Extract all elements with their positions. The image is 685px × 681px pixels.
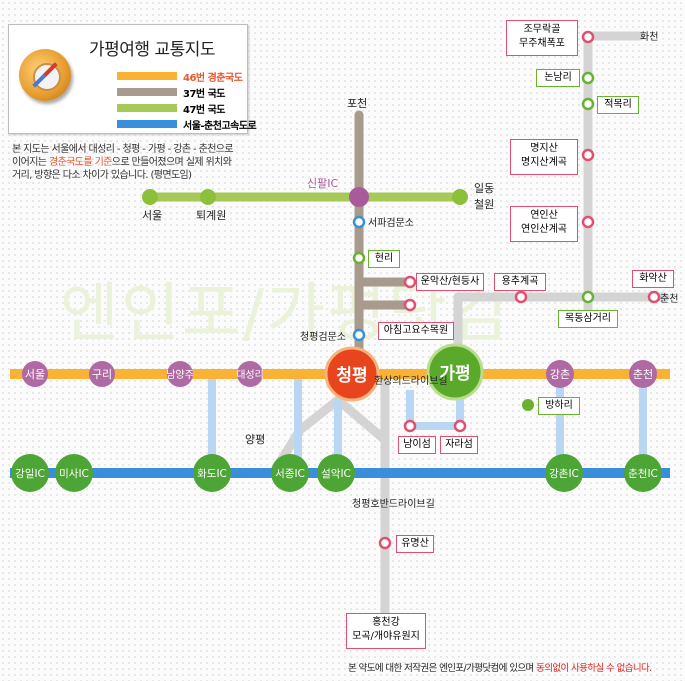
station-gapyeong: 가평	[439, 364, 470, 384]
label-chuncheon-mid: 춘천	[660, 293, 678, 305]
label-checkpoint: 청평검문소	[300, 331, 346, 343]
expressway-ics	[11, 454, 662, 492]
legend-item-47: 47번 국도	[117, 101, 226, 116]
route-47-stations	[142, 189, 468, 205]
station-chuncheon: 춘천	[633, 367, 653, 381]
station-gangchon: 강촌	[550, 368, 570, 381]
box-jeokmokri: 적목리	[597, 96, 639, 114]
road-yangpyeong-2	[333, 395, 390, 445]
label-seoul-47: 서울	[142, 209, 162, 222]
major-stations	[324, 343, 484, 402]
legend-item-46: 46번 경춘국도	[117, 69, 243, 84]
box-hyeonri: 현리	[368, 250, 400, 268]
box-myeongjisan: 명지산 명지산계곡	[510, 139, 578, 175]
label-lakeside: 청평호반드라이브길	[352, 497, 435, 510]
station-guri: 구리	[92, 368, 112, 381]
route-46-stations	[22, 360, 657, 388]
ic-seojong: 서종IC	[275, 468, 305, 480]
copyright-footer: 본 약도에 대한 저작권은 엔인포/가평닷컴에 있으며 동의없이 사용하실 수 …	[348, 663, 652, 674]
ic-chuncheon: 춘천IC	[628, 468, 658, 480]
station-namyangju: 남양주	[166, 369, 194, 381]
box-hwaaksan: 화악산	[632, 270, 674, 288]
box-hongcheon: 홍천강 모곡/개야유원지	[346, 613, 426, 649]
box-jomurak: 조무락골 무주채폭포	[506, 20, 578, 56]
legend-box: 가평여행 교통지도 46번 경춘국도 37번 국도 47번 국도 서울-춘천고속…	[8, 24, 257, 134]
label-hwacheon: 화천	[640, 31, 658, 43]
legend-item-expressway: 서울-춘천고속도로	[117, 117, 257, 132]
ic-seorak: 설악IC	[321, 468, 351, 480]
connector-namiseom	[406, 390, 464, 430]
station-seoul: 서울	[25, 368, 45, 381]
label-ildong: 일동	[474, 181, 494, 195]
ic-gangil: 강일IC	[15, 467, 45, 480]
label-hwansang: 환상의드라이브길	[374, 374, 448, 387]
legend-item-37: 37번 국도	[117, 85, 226, 100]
box-nonnamri: 논남리	[536, 69, 580, 87]
label-cheorwon: 철원	[474, 198, 494, 211]
box-yeoninsan: 연인산 연인산계곡	[510, 206, 578, 242]
south-stations	[378, 399, 534, 550]
map-description: 본 지도는 서울에서 대성리 - 청평 - 가평 - 강촌 - 춘천으로 이어지…	[12, 144, 234, 181]
map-title: 가평여행 교통지도	[89, 40, 216, 60]
box-mokdong: 목동삼거리	[558, 310, 618, 328]
box-namiseom: 남이섬	[398, 436, 436, 454]
box-jaraseom: 자라섬	[440, 436, 478, 454]
label-sinpal-ic: 신팔IC	[307, 177, 338, 190]
box-bangha: 방하리	[538, 397, 580, 415]
compass-icon	[19, 49, 71, 101]
route-37-stations	[349, 187, 417, 342]
box-yumyeong: 유명산	[396, 535, 434, 553]
station-daeseongri: 대성리	[236, 369, 264, 381]
label-pocheon: 포천	[347, 96, 367, 110]
label-seopa: 서파검문소	[368, 217, 414, 229]
box-morning-calm: 아침고요수목원	[378, 322, 454, 340]
box-unaksan: 운악산/현등사	[416, 273, 484, 291]
ic-gangchon: 강촌IC	[549, 468, 579, 480]
box-yongchu: 용추계곡	[494, 273, 546, 291]
ic-misa: 미사IC	[59, 468, 89, 480]
label-toegyewon: 퇴계원	[196, 209, 226, 222]
ic-hwado: 화도IC	[197, 468, 227, 480]
ic-connectors	[208, 374, 647, 470]
right-line-stations	[514, 30, 661, 304]
station-cheongpyeong: 청평	[336, 365, 367, 386]
label-yangpyeong: 양평	[245, 433, 265, 446]
local-roads	[270, 31, 670, 627]
